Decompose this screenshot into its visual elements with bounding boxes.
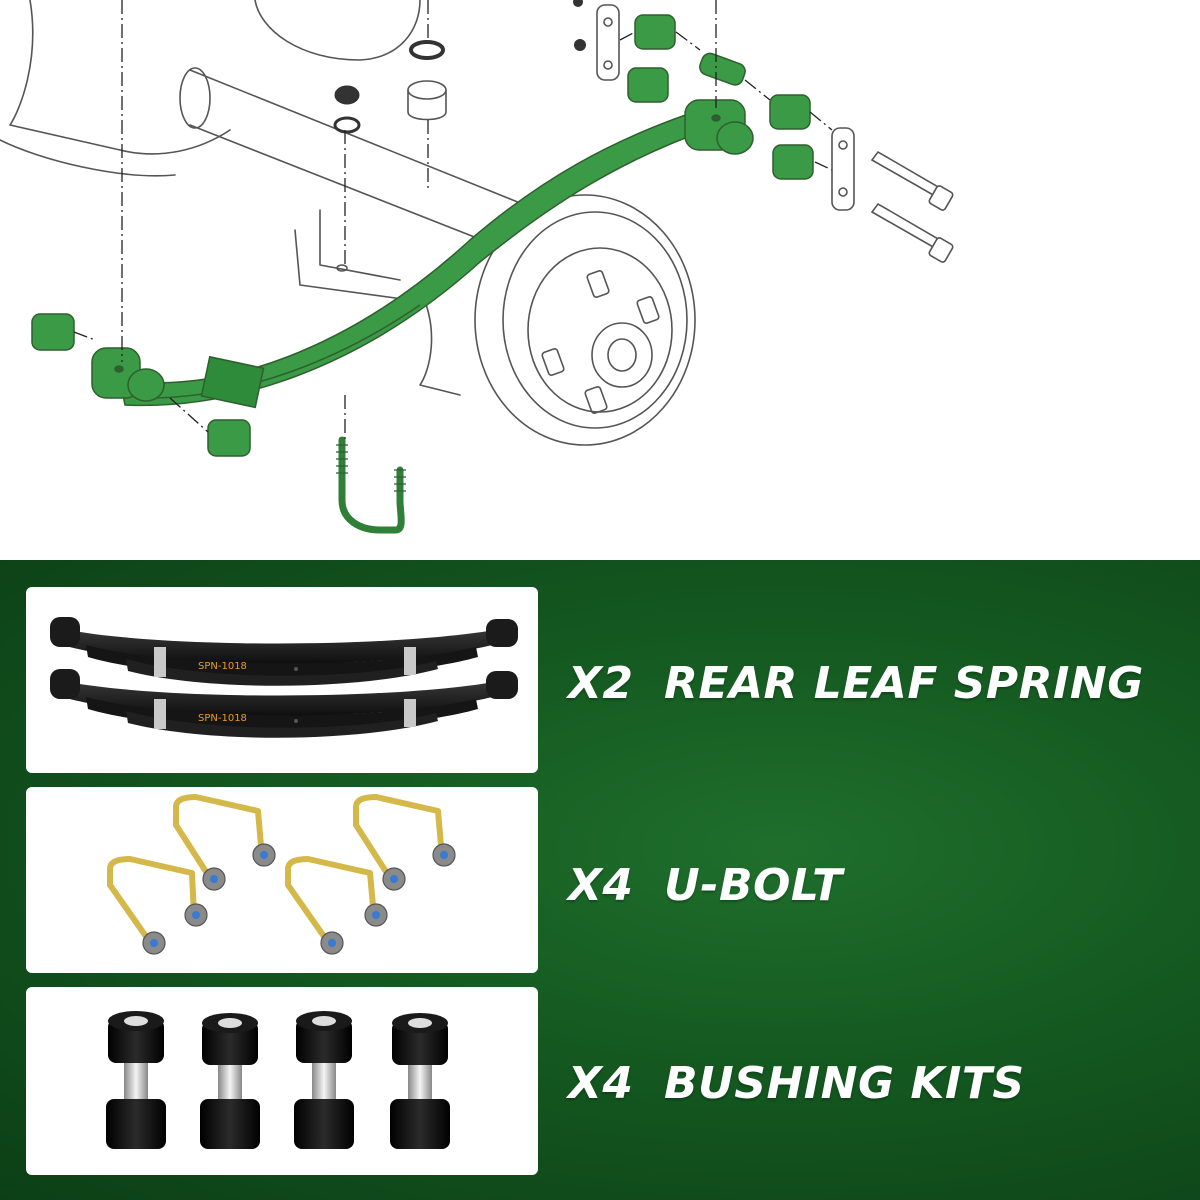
u-bolt-label: X4 U-BOLT <box>568 860 843 911</box>
bushing-qty: X4 <box>568 1058 634 1109</box>
axle-exploded-view <box>0 0 954 534</box>
u-bolt-card <box>26 787 538 973</box>
leaf-spring-icon: SPN-1018 SPN-1018 <box>50 617 518 738</box>
bolt-icon <box>870 150 954 263</box>
leaf-spring-icon <box>91 99 754 409</box>
bushing-icon <box>106 1011 450 1149</box>
assembly-guides <box>73 0 833 440</box>
bushing-1 <box>106 1011 166 1149</box>
axle-end-left <box>179 67 211 129</box>
u-bolt-3 <box>107 856 197 920</box>
small-nut-icon <box>573 0 586 51</box>
exploded-diagram <box>0 0 1200 560</box>
leaf-spring-name: REAR LEAF SPRING <box>664 658 1144 709</box>
u-bolt-4 <box>285 856 377 920</box>
bushing-3 <box>294 1011 354 1149</box>
u-bolt-2 <box>353 794 445 860</box>
parts-panel: SPN-1018 SPN-1018 <box>0 560 1200 1200</box>
u-bolt-1 <box>173 794 265 860</box>
u-bolt-qty: X4 <box>568 860 634 911</box>
frame-lower <box>0 139 176 177</box>
bushing-2 <box>200 1013 260 1149</box>
leaf-spring-1 <box>50 617 518 686</box>
bushing-label: X4 BUSHING KITS <box>568 1058 1025 1109</box>
spring-stamp-2: SPN-1018 <box>198 713 247 724</box>
u-bolt-name: U-BOLT <box>664 860 843 911</box>
u-bolt-icon <box>338 436 405 534</box>
u-bolt-icon <box>107 794 456 955</box>
differential-housing <box>254 0 421 61</box>
axle-tube <box>189 69 551 256</box>
spring-stamp-1: SPN-1018 <box>198 661 247 672</box>
perch-hole <box>336 264 348 272</box>
leaf-spring-card: SPN-1018 SPN-1018 <box>26 587 538 773</box>
spacer-icon <box>407 80 447 121</box>
leaf-spring-label: X2 REAR LEAF SPRING <box>568 658 1144 709</box>
brake-drum-icon <box>474 194 696 446</box>
nut-icon <box>333 85 361 134</box>
spring-perch <box>294 209 431 301</box>
bushing-name: BUSHING KITS <box>664 1058 1025 1109</box>
bushing-4 <box>390 1013 450 1149</box>
frame-outline <box>9 0 231 155</box>
bushing-icon <box>31 14 814 457</box>
leaf-spring-2 <box>50 669 518 738</box>
shackle-plate-icon <box>596 4 855 211</box>
bushing-card <box>26 987 538 1175</box>
washer-icon <box>409 40 445 60</box>
leaf-spring-qty: X2 <box>568 658 634 709</box>
